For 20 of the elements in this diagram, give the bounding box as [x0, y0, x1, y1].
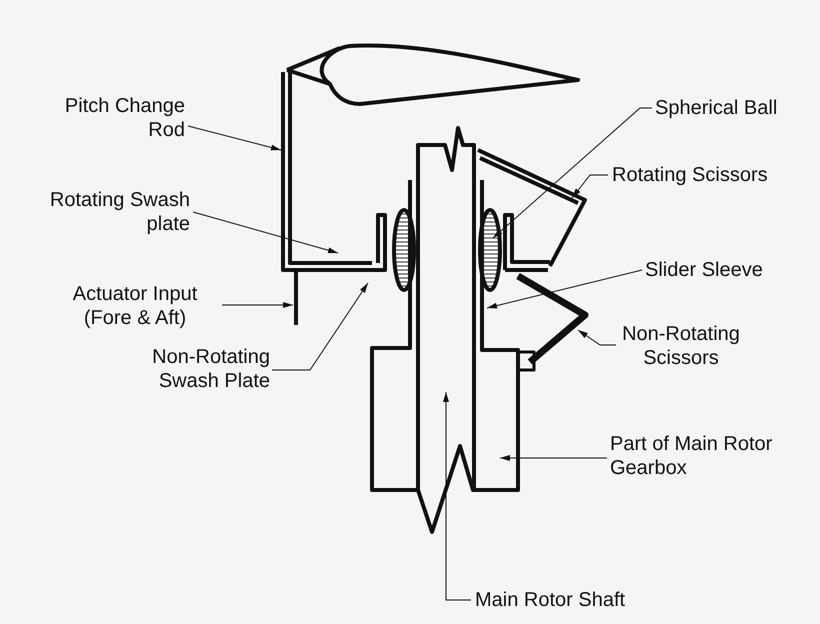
part-label: Spherical Ball [655, 96, 815, 120]
part-label: Pitch Change Rod [60, 94, 185, 142]
part-label: Actuator Input (Fore & Aft) [50, 282, 220, 330]
part-label: Non-Rotating Scissors [618, 322, 744, 370]
leader-line [222, 302, 294, 308]
part-label: Part of Main Rotor Gearbox [610, 432, 790, 480]
part-label: Rotating Swash plate [5, 188, 190, 236]
leader-line [272, 282, 368, 370]
part-label: Main Rotor Shaft [475, 588, 675, 612]
part-label: Slider Sleeve [645, 258, 805, 282]
leader-line [443, 392, 472, 600]
leader-line [578, 330, 616, 346]
leader-line [572, 174, 608, 198]
leader-line [486, 270, 642, 309]
leader-line [192, 212, 338, 254]
leader-line [500, 455, 608, 461]
part-label: Non-Rotating Swash Plate [100, 345, 270, 393]
leader-line [188, 126, 282, 150]
part-label: Rotating Scissors [612, 163, 812, 187]
leader-line [492, 108, 652, 238]
